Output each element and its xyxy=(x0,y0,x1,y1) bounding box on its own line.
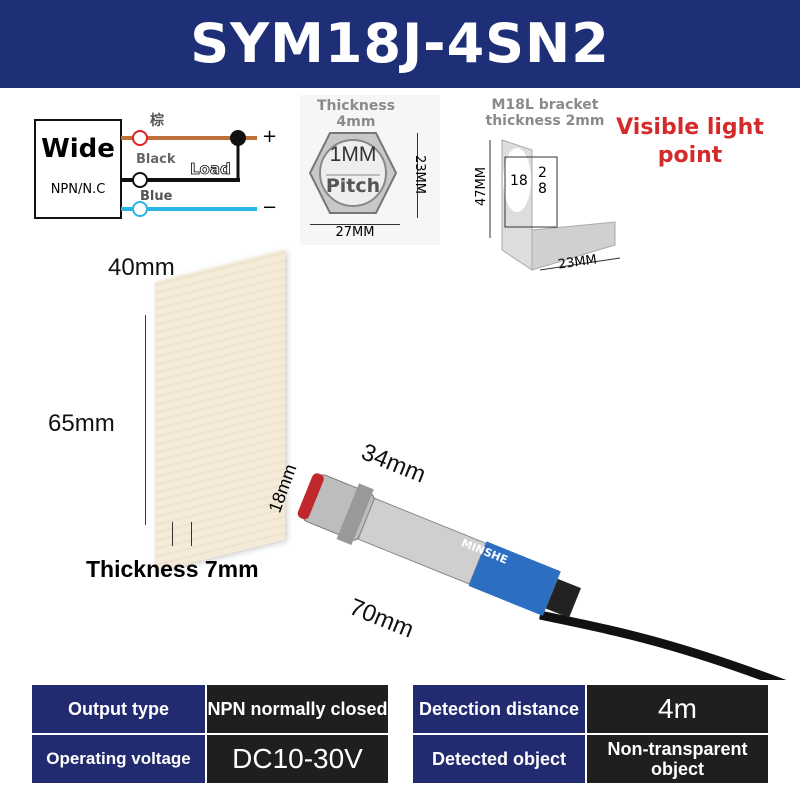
wire-brown-label: 棕 xyxy=(150,113,164,129)
product-title: SYM18J-4SN2 xyxy=(0,0,800,88)
hex-nut-icon xyxy=(308,132,398,214)
minus-label: − xyxy=(262,197,278,218)
nut-height: 23MM xyxy=(411,155,427,194)
sensor-figure xyxy=(297,473,787,680)
spec-label: Operating voltage xyxy=(32,735,205,783)
wiring-diagram: Wide NPN/N.C 棕 Black Load Blue + − xyxy=(30,100,290,230)
nut-thickness: Thickness 4mm xyxy=(316,98,396,130)
plus-label: + xyxy=(262,126,278,147)
nut-width-line xyxy=(310,224,400,225)
spec-label: Output type xyxy=(32,685,205,733)
load-label: Load xyxy=(190,160,232,179)
bracket-height: 47MM xyxy=(473,167,489,206)
spec-value: Non-transparent object xyxy=(587,735,768,783)
nut-figure: Thickness 4mm 1MM Pitch 27MM 23MM xyxy=(300,95,440,245)
spec-value: DC10-30V xyxy=(207,735,388,783)
thickness-marks xyxy=(172,522,192,546)
wiring-lines xyxy=(34,119,257,219)
pitch-bottom: Pitch xyxy=(325,175,381,197)
reflector-height-line xyxy=(145,315,146,525)
bracket-slot: 2 8 xyxy=(538,165,547,197)
spec-label: Detected object xyxy=(413,735,585,783)
wire-blue-label: Blue xyxy=(140,189,173,204)
feature-label: Visible light point xyxy=(616,115,764,168)
reflector-width: 40mm xyxy=(108,254,175,281)
reflector-thickness: Thickness 7mm xyxy=(86,556,259,582)
pitch-top: 1MM xyxy=(329,143,377,166)
bracket-figure: M18L bracket thickness 2mm 47MM 18 2 8 2… xyxy=(470,95,630,280)
spec-value: 4m xyxy=(587,685,768,733)
box-title: Wide xyxy=(41,134,115,164)
spec-value: NPN normally closed xyxy=(207,685,388,733)
reflector-height: 65mm xyxy=(48,410,115,437)
bracket-hole: 18 xyxy=(510,173,528,189)
box-subtitle: NPN/N.C xyxy=(50,182,106,197)
bracket-title: M18L bracket thickness 2mm xyxy=(485,97,605,129)
nut-width: 27MM xyxy=(335,225,375,240)
l-bracket-icon xyxy=(489,139,621,271)
wire-black-label: Black xyxy=(136,152,176,167)
spec-label: Detection distance xyxy=(413,685,585,733)
nut-height-line xyxy=(417,133,418,218)
